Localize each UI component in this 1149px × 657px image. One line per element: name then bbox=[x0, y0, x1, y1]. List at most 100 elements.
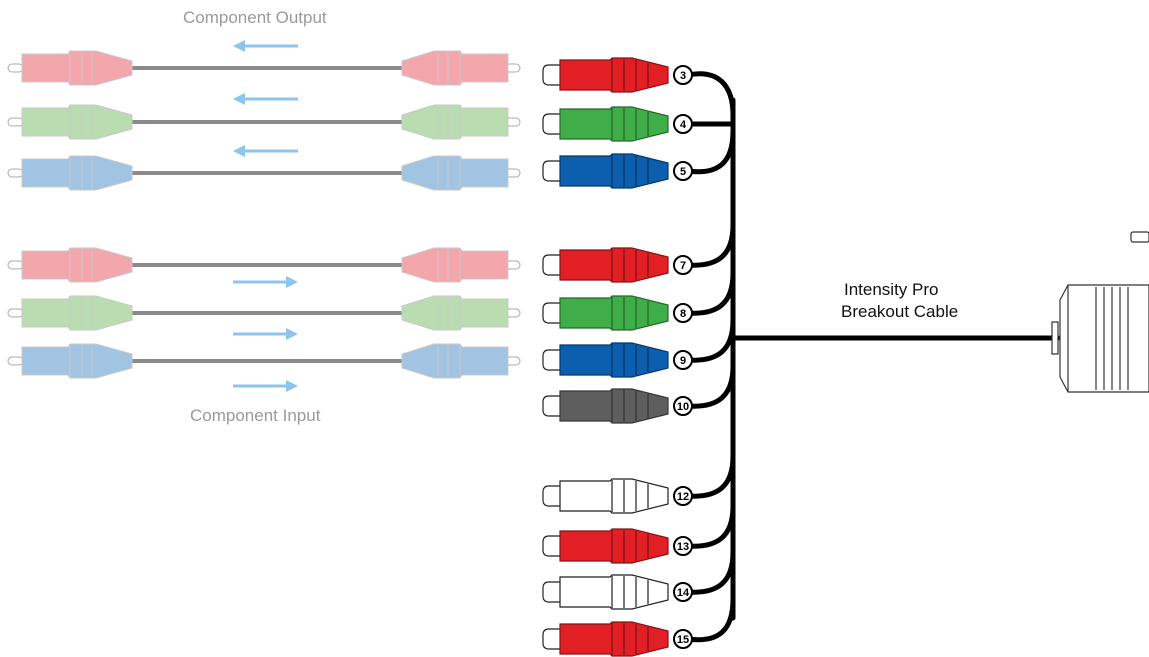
breakout-label-line1: Intensity Pro bbox=[844, 280, 939, 299]
rca-plug-body bbox=[559, 57, 669, 93]
rca-plug-body bbox=[559, 574, 669, 610]
rca-tip bbox=[542, 485, 560, 507]
harness-branch bbox=[685, 222, 736, 268]
breakout-connector: 9 bbox=[542, 342, 693, 378]
rca-plug-body bbox=[559, 295, 669, 331]
harness-branch bbox=[685, 549, 736, 595]
rca-plug-body bbox=[21, 155, 133, 191]
rca-plug-body bbox=[559, 247, 669, 283]
rca-tip bbox=[542, 581, 560, 603]
breakout-connector: 15 bbox=[542, 621, 693, 657]
rca-plug-body bbox=[559, 153, 669, 189]
patch-cable bbox=[7, 155, 521, 191]
breakout-cable-label: Intensity Pro Breakout Cable bbox=[841, 279, 958, 323]
rca-tip bbox=[542, 302, 560, 324]
patch-cable bbox=[7, 295, 521, 331]
arrow-head bbox=[233, 93, 245, 105]
pin-number: 14 bbox=[677, 587, 690, 599]
breakout-label-line2: Breakout Cable bbox=[841, 302, 959, 321]
rca-plug-body bbox=[559, 528, 669, 564]
pin-number: 9 bbox=[680, 355, 686, 367]
breakout-connector: 4 bbox=[542, 106, 693, 142]
arrow-head bbox=[286, 380, 298, 392]
harness-branch bbox=[685, 317, 736, 363]
rca-plug-body bbox=[21, 247, 133, 283]
db15-connector bbox=[1051, 231, 1149, 393]
rca-plug-body bbox=[21, 295, 133, 331]
pin-number-badge bbox=[673, 114, 693, 134]
rca-tip bbox=[7, 168, 24, 178]
harness-branch bbox=[685, 71, 736, 118]
pin-number-badge bbox=[673, 629, 693, 649]
rca-plug-body bbox=[401, 295, 509, 331]
pin-number-badge bbox=[673, 255, 693, 275]
rca-plug-body bbox=[559, 621, 669, 657]
rca-tip bbox=[7, 63, 24, 73]
rca-tip bbox=[7, 308, 24, 318]
rca-tip bbox=[542, 395, 560, 417]
rca-plug-body bbox=[559, 388, 669, 424]
rca-plug-body bbox=[21, 343, 133, 379]
arrow-head bbox=[233, 40, 245, 52]
pin-number-badge bbox=[673, 161, 693, 181]
pin-number-badge bbox=[673, 582, 693, 602]
breakout-connector: 5 bbox=[542, 153, 693, 189]
rca-plug-body bbox=[401, 104, 509, 140]
pin-number: 8 bbox=[680, 308, 686, 320]
component-output-label: Component Output bbox=[183, 8, 327, 27]
breakout-connector: 12 bbox=[542, 478, 693, 514]
arrow-right-icon bbox=[233, 380, 298, 392]
arrow-left-icon bbox=[233, 93, 298, 105]
breakout-connector: 3 bbox=[542, 57, 693, 93]
harness-branch bbox=[685, 270, 736, 316]
rca-plug-body bbox=[21, 104, 133, 140]
breakout-connector: 10 bbox=[542, 388, 693, 424]
rca-tip bbox=[542, 64, 560, 86]
rca-tip bbox=[7, 356, 24, 366]
rca-tip bbox=[542, 254, 560, 276]
pin-number-badge bbox=[673, 350, 693, 370]
harness-branch bbox=[685, 363, 736, 409]
rca-plug-body bbox=[559, 342, 669, 378]
pin-number: 15 bbox=[677, 634, 689, 646]
rca-tip bbox=[542, 535, 560, 557]
pin-number: 4 bbox=[680, 119, 687, 131]
breakout-connector: 7 bbox=[542, 247, 693, 283]
harness-cable bbox=[685, 71, 1061, 643]
pin-number: 10 bbox=[677, 401, 689, 413]
patch-cable bbox=[7, 247, 521, 283]
harness-branch bbox=[685, 128, 736, 175]
pin-number-badge bbox=[673, 486, 693, 506]
rca-tip bbox=[542, 160, 560, 182]
patch-cable bbox=[7, 343, 521, 379]
pin-number-badge bbox=[673, 303, 693, 323]
pin-number: 3 bbox=[680, 70, 686, 82]
pin-number-badge bbox=[673, 396, 693, 416]
rca-plug-body bbox=[559, 106, 669, 142]
arrow-left-icon bbox=[233, 40, 298, 52]
breakout-connector: 8 bbox=[542, 295, 693, 331]
patch-cable bbox=[7, 50, 521, 86]
pin-number-badge bbox=[673, 65, 693, 85]
rca-tip bbox=[7, 117, 24, 127]
breakout-connector: 14 bbox=[542, 574, 693, 610]
rca-tip bbox=[7, 260, 24, 270]
pin-number-badge bbox=[673, 536, 693, 556]
arrow-head bbox=[233, 145, 245, 157]
rca-tip bbox=[542, 113, 560, 135]
rca-plug-body bbox=[401, 247, 509, 283]
connector-strain-relief bbox=[1051, 321, 1059, 355]
rca-tip bbox=[542, 628, 560, 650]
arrow-head bbox=[286, 276, 298, 288]
component-input-label: Component Input bbox=[190, 406, 321, 425]
harness-branch bbox=[685, 503, 736, 549]
rca-plug-body bbox=[401, 50, 509, 86]
rca-tip bbox=[542, 349, 560, 371]
arrow-right-icon bbox=[233, 328, 298, 340]
harness-branch bbox=[685, 596, 736, 643]
pin-number: 13 bbox=[677, 541, 689, 553]
pin-number: 12 bbox=[677, 491, 689, 503]
arrow-head bbox=[286, 328, 298, 340]
